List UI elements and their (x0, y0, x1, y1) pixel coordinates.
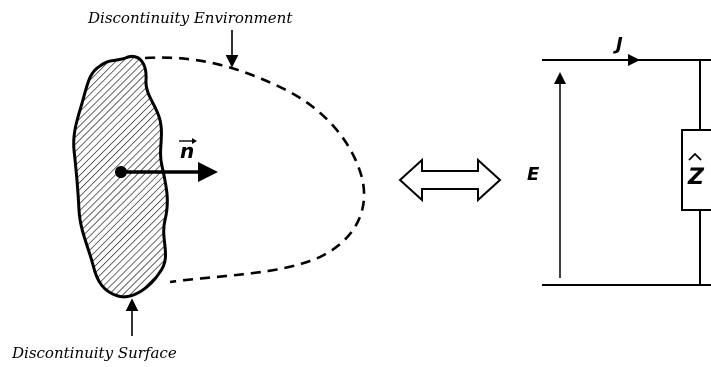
environment-boundary (144, 56, 366, 284)
normal-vector-label: n (180, 139, 194, 163)
normal-vector-overarrow-head (192, 138, 197, 144)
voltage-label: E (527, 164, 540, 185)
impedance-label: Z (687, 165, 705, 190)
environment-label: Discontinuity Environment (87, 9, 293, 27)
surface-label: Discontinuity Surface (11, 344, 177, 362)
impedance-hat (688, 152, 702, 161)
voltage-arrow-icon (554, 72, 566, 84)
normal-vector-arrow-icon (198, 162, 218, 182)
double-headed-arrow-icon (398, 157, 502, 203)
current-arrow-icon (628, 54, 640, 66)
impedance-box (681, 129, 711, 211)
current-label: J (613, 34, 623, 55)
